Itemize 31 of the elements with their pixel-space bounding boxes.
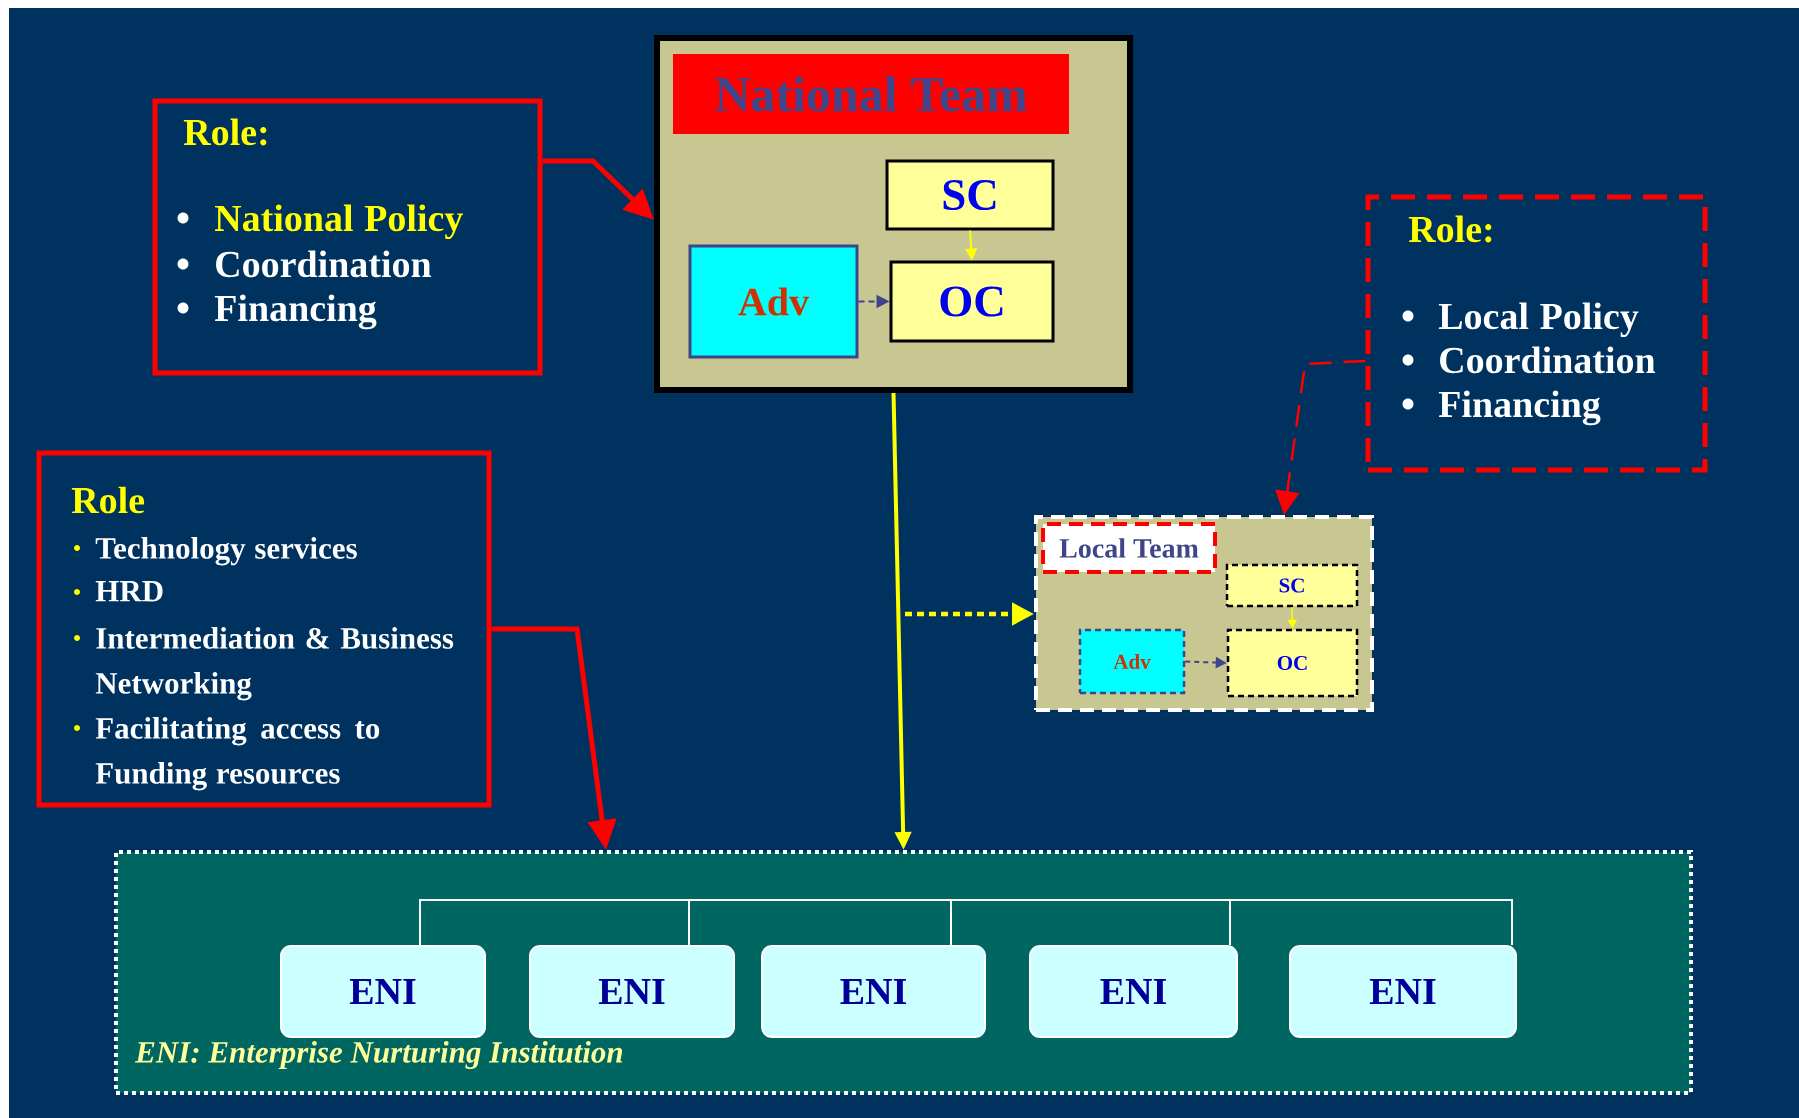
connector-line: [688, 899, 952, 946]
connector-line: [419, 899, 690, 946]
role-heading: Role:: [183, 118, 267, 146]
unit-box: SC: [885, 159, 1055, 231]
role-heading: Role:: [1408, 215, 1492, 243]
bullet-item: Coordination: [1402, 346, 1656, 374]
institution-box: ENI: [1029, 945, 1238, 1038]
connector-line: [950, 899, 1231, 946]
bullet-item: Local Policy: [1402, 302, 1639, 338]
bullet-item: Technology services: [74, 537, 357, 566]
advisor-box: Adv: [1078, 628, 1186, 695]
bullet-item: HRD: [74, 581, 163, 602]
bullet-item: Coordination: [177, 250, 432, 278]
advisor-box: Adv: [688, 244, 859, 359]
panel-title: National Team: [673, 54, 1069, 134]
unit-box: OC: [1226, 628, 1359, 698]
institution-box: ENI: [529, 945, 735, 1038]
institution-box: ENI: [761, 945, 986, 1038]
bullet-item: Facilitating access to Funding resources: [74, 717, 380, 791]
bullet-item: Financing: [177, 294, 377, 330]
role-heading: Role: [71, 486, 145, 514]
unit-box: OC: [889, 260, 1055, 343]
bullet-item: Intermediation & Business Networking: [74, 627, 454, 701]
bullet-item: Financing: [1402, 390, 1601, 426]
unit-box: SC: [1225, 563, 1359, 608]
institution-box: ENI: [1289, 945, 1517, 1038]
bullet-item: National Policy: [177, 204, 463, 240]
connector-line: [1229, 899, 1513, 946]
institution-box: ENI: [280, 945, 486, 1038]
panel-title: Local Team: [1041, 522, 1217, 574]
footnote: ENI: Enterprise Nurturing Institution: [135, 1040, 623, 1070]
